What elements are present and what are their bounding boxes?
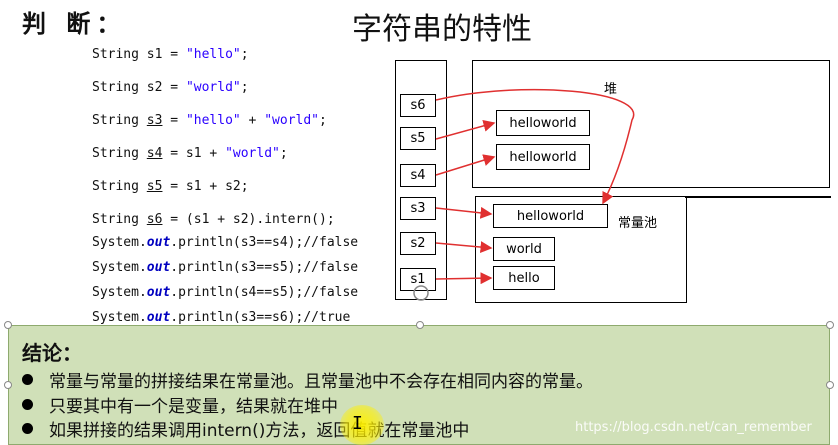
arrow-s6-to-pool <box>435 88 635 205</box>
print-line-3: System.out.println(s4==s5);//false <box>92 285 359 300</box>
code-line-4: String s4 = s1 + "world"; <box>92 146 288 161</box>
stack-cell-s5: s5 <box>400 127 436 150</box>
code-line-1: String s1 = "hello"; <box>92 47 249 62</box>
resize-handle-top-left[interactable] <box>4 321 12 329</box>
resize-handle-left[interactable] <box>4 381 12 389</box>
pool-object-helloworld: helloworld <box>493 204 608 228</box>
heap-object-s4: helloworld <box>496 144 590 170</box>
heap-label: 堆 <box>604 82 618 97</box>
cursor-highlight <box>340 405 384 445</box>
arrow-s1-to-pool <box>435 272 493 285</box>
stack-cell-s6: s6 <box>400 94 436 117</box>
text-cursor-icon: I <box>352 413 363 434</box>
code-line-2: String s2 = "world"; <box>92 80 249 95</box>
arrow-s5-to-heap <box>435 120 496 140</box>
stack-cell-s1: s1 <box>400 268 436 291</box>
stack-cell-s2: s2 <box>400 232 436 255</box>
print-line-1: System.out.println(s3==s4);//false <box>92 235 359 250</box>
slide-title: 字符串的特性 <box>352 12 532 47</box>
pool-divider <box>685 196 831 198</box>
print-line-4: System.out.println(s3==s6);//true <box>92 310 351 325</box>
heap-object-s5: helloworld <box>496 110 590 136</box>
conclusion-title: 结论： <box>22 341 82 365</box>
bullet-icon <box>22 374 33 385</box>
conclusion-bullet-2: 只要其中有一个是变量，结果就在堆中 <box>22 392 338 417</box>
string-pool-region <box>475 196 687 303</box>
arrow-s4-to-heap <box>435 154 496 176</box>
code-line-3: String s3 = "hello" + "world"; <box>92 113 327 128</box>
judge-heading: 判 断： <box>22 9 127 38</box>
pool-object-hello: hello <box>493 266 555 290</box>
heap-region <box>472 60 830 188</box>
pool-label: 常量池 <box>618 216 658 231</box>
resize-handle-top[interactable] <box>416 321 424 329</box>
resize-handle-right[interactable] <box>826 381 834 389</box>
conclusion-panel[interactable] <box>8 325 830 445</box>
resize-handle-top-right[interactable] <box>826 321 834 329</box>
bullet-icon <box>22 399 33 410</box>
rotate-handle-icon[interactable] <box>413 285 429 301</box>
stack-cell-s4: s4 <box>400 164 436 187</box>
stack-cell-s3: s3 <box>400 197 436 220</box>
conclusion-bullet-1: 常量与常量的拼接结果在常量池。且常量池中不会存在相同内容的常量。 <box>22 367 593 392</box>
reference-arrows <box>413 88 635 301</box>
arrow-s2-to-pool <box>435 241 493 254</box>
watermark: https://blog.csdn.net/can_remember <box>575 420 812 435</box>
conclusion-bullet-3: 如果拼接的结果调用intern()方法，返回值就在常量池中 <box>22 416 469 441</box>
print-line-2: System.out.println(s3==s5);//false <box>92 260 359 275</box>
bullet-icon <box>22 423 33 434</box>
pool-object-world: world <box>493 237 555 261</box>
code-line-6: String s6 = (s1 + s2).intern(); <box>92 212 335 227</box>
arrow-s3-to-pool <box>435 206 493 219</box>
code-line-5: String s5 = s1 + s2; <box>92 179 249 194</box>
